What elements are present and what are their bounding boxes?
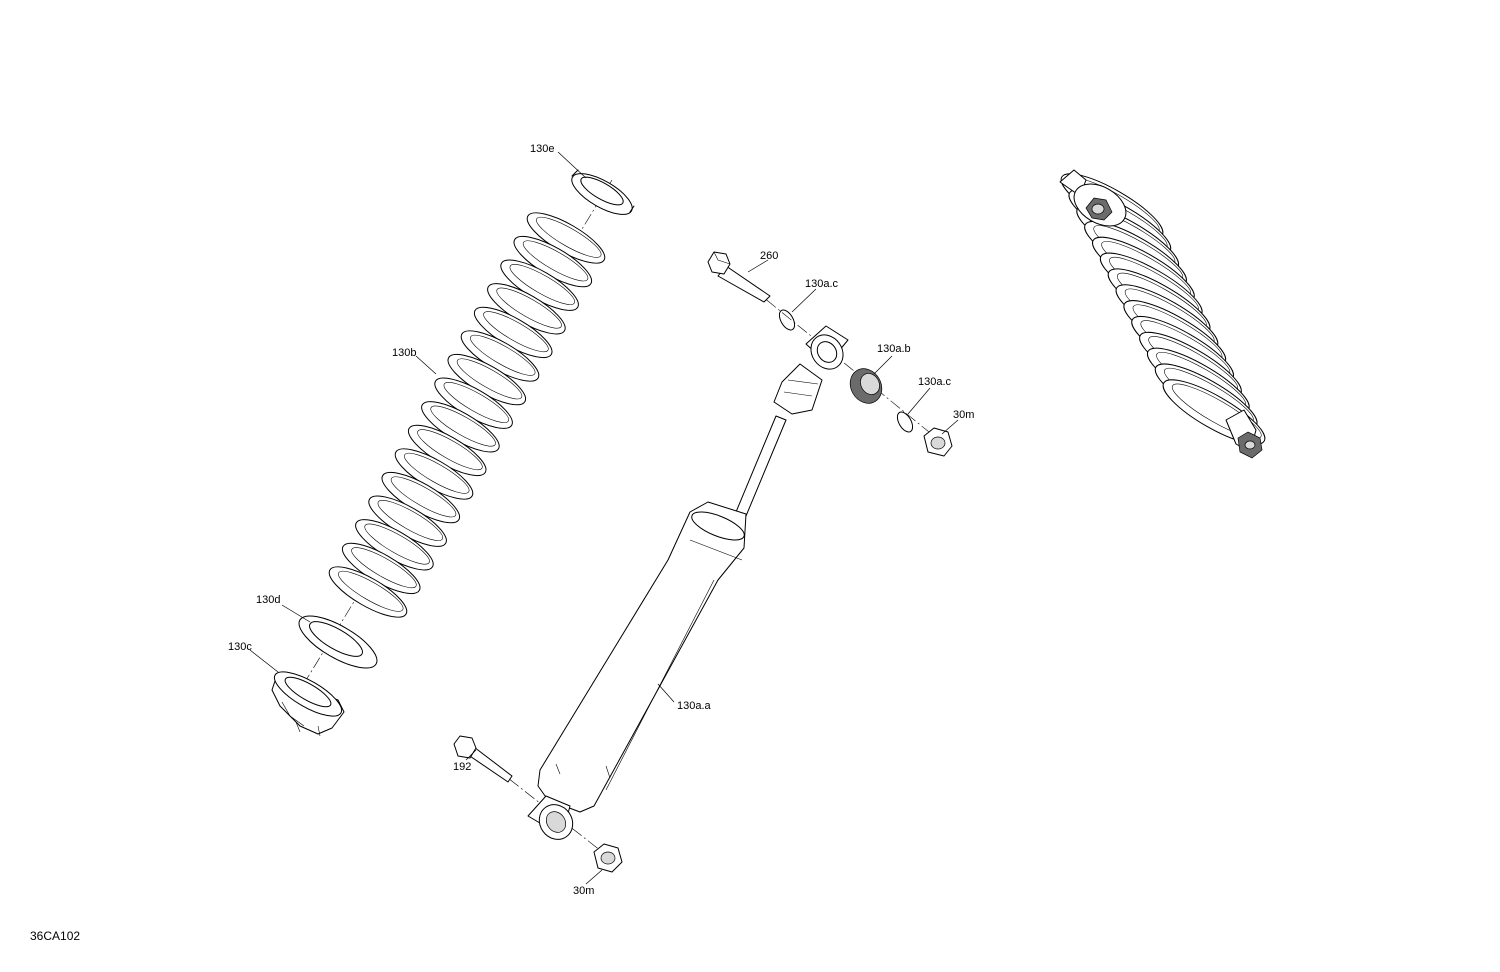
label-spring-retainer: 130c [228,641,252,653]
spring-coil-inner [456,358,523,400]
lower-nut [593,843,623,873]
spring-coil-inner [390,476,457,518]
lower-spring-seat [298,615,378,669]
spring-assembly [271,169,635,737]
assembled-shock [1059,169,1266,459]
label-lower-nut: 30m [573,885,594,897]
upper-spring-seat [571,169,635,215]
label-retaining-ring-1: 130a.c [805,278,839,290]
label-upper-bolt: 260 [760,250,778,262]
shock-body [537,501,747,813]
lower-bolt [453,735,513,783]
spring-coil-inner [404,452,470,494]
shock-assembly [453,251,953,873]
upper-bolt [707,251,771,303]
spring-coil-inner [522,240,589,282]
spring-coil-inner [417,429,483,471]
spring-coil-inner [483,311,549,353]
spring-coil-inner [470,334,536,376]
spring-coil-inner [338,570,404,612]
label-lower-spring-seat: 130d [256,594,280,606]
spring-coil-inner [536,216,602,258]
spring-coil-inner [443,382,509,423]
shock-lower-eyelet [527,795,574,840]
upper-nut [923,427,953,457]
coil-spring [328,212,606,618]
shock-upper-eyelet [735,325,849,517]
retaining-ring-left [778,309,796,331]
spring-retainer [271,671,345,737]
label-shock-body: 130a.a [677,700,712,712]
leader-lines [249,151,959,885]
spring-coil-inner [377,500,443,541]
label-upper-spring-seat: 130e [530,143,554,155]
spring-coil-inner [351,547,417,589]
label-spring: 130b [392,347,416,359]
spring-coil-inner [509,264,575,305]
label-lower-bolt: 192 [453,761,471,773]
spring-coil [328,566,408,618]
label-upper-nut: 30m [953,409,974,421]
spring-coil-inner [496,287,562,329]
bushing [849,368,883,404]
retaining-ring-right [896,411,914,433]
label-retaining-ring-2: 130a.c [918,376,952,388]
spring-coil-inner [1171,383,1262,439]
drawing-code: 36CA102 [30,929,80,943]
label-bushing: 130a.b [877,343,911,355]
spring-coil-inner [430,405,496,447]
spring-coil-inner [364,523,430,565]
